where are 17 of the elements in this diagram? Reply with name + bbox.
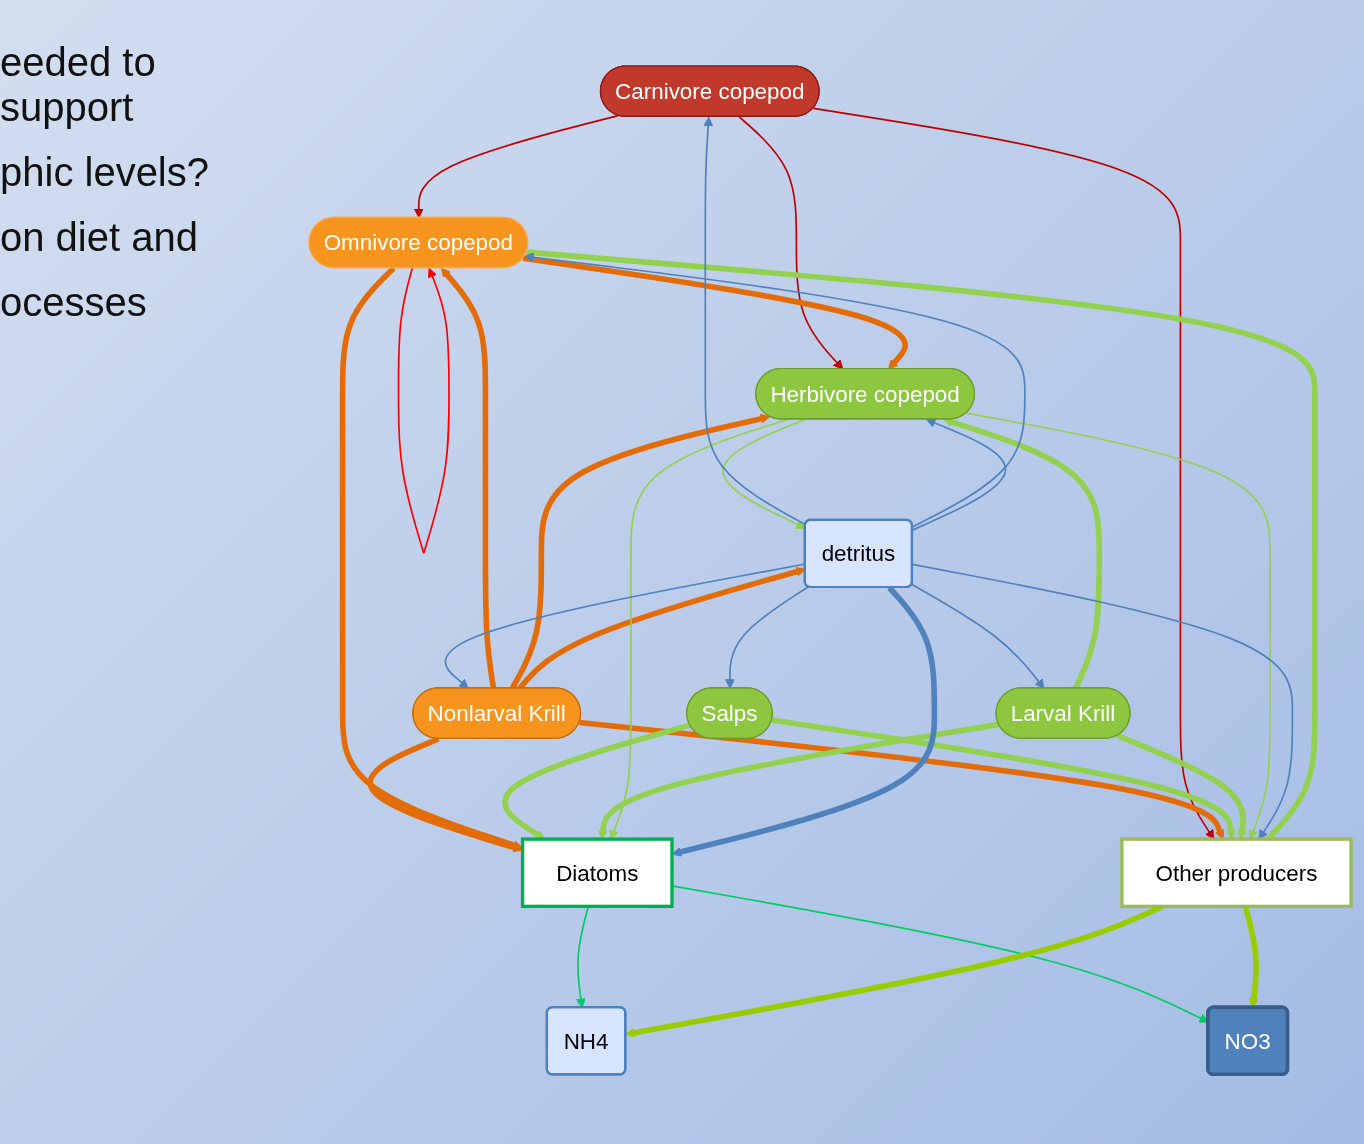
slide-text: eeded to support — [0, 40, 157, 130]
arrow — [738, 115, 844, 370]
slide-text: phic levels? — [0, 150, 210, 195]
arrow — [722, 418, 806, 529]
arrow — [440, 267, 497, 689]
arrow — [911, 583, 1045, 689]
arrow — [413, 114, 620, 219]
arrow — [502, 722, 691, 840]
arrow — [725, 585, 810, 689]
arrow — [522, 255, 908, 370]
arrow — [911, 418, 1007, 531]
arrow — [524, 252, 1026, 528]
slide-text: on diet and — [0, 215, 199, 260]
node-box: Diatoms — [520, 837, 674, 908]
node-box: Other producers — [1120, 837, 1353, 908]
arrow — [339, 266, 523, 850]
slide-text: ocesses — [0, 280, 148, 325]
